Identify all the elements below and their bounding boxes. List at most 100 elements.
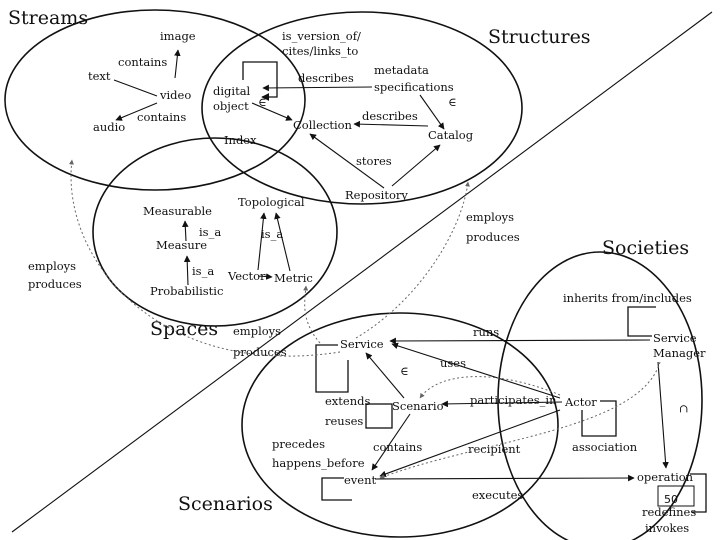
societies-title: Societies — [602, 237, 689, 259]
self-loop-digital-object — [242, 61, 278, 101]
node-collection: Collection — [293, 118, 353, 132]
node-object: object — [213, 99, 249, 113]
label-reuses: reuses — [325, 414, 363, 428]
divider-line — [11, 11, 713, 533]
label-inherits: inherits from/includes — [563, 291, 692, 305]
arrow-repository-collection — [309, 133, 385, 189]
scenarios-title: Scenarios — [178, 493, 273, 515]
node-image: image — [160, 29, 196, 43]
node-audio: audio — [93, 120, 125, 134]
node-service-manager-1: Service — [653, 331, 697, 345]
arrow-runs — [389, 337, 651, 345]
self-loop-scenario — [365, 403, 393, 429]
self-loop-operation — [690, 473, 707, 513]
node-actor: Actor — [564, 395, 597, 409]
label-extends: extends — [325, 394, 370, 408]
node-service-manager-2: Manager — [653, 346, 706, 360]
page-number: 50 — [664, 493, 678, 506]
structures-title: Structures — [488, 26, 591, 48]
arrow-contains-event — [371, 413, 411, 471]
node-catalog: Catalog — [428, 128, 474, 142]
arrow-vector-metric — [257, 273, 273, 280]
node-index: Index — [224, 133, 257, 147]
label-happens-before: happens_before — [272, 456, 365, 470]
label-is-a-3: is_a — [192, 264, 214, 278]
arrow-is-a-measure — [183, 255, 191, 286]
node-topological: Topological — [238, 195, 305, 209]
label-executes: executes — [472, 488, 523, 502]
node-specifications: specifications — [374, 80, 454, 94]
self-loop-actor — [581, 400, 617, 437]
arrow-digital-collection — [251, 102, 293, 121]
self-loop-event — [321, 477, 352, 501]
node-scenario: Scenario — [392, 399, 444, 413]
arrow-recipient — [379, 409, 561, 478]
arrow-scenario-service — [365, 352, 405, 399]
label-is-a-1: is_a — [199, 225, 221, 239]
label-describes-catalog: describes — [362, 109, 418, 123]
node-vector: Vector — [227, 269, 266, 283]
label-runs: runs — [473, 325, 499, 339]
arrow-participates-in — [441, 400, 563, 408]
arrow-describes-top — [262, 84, 373, 92]
arrow-service-manager-operation — [657, 361, 669, 469]
label-association: association — [572, 440, 638, 454]
label-is-version-of: is_version_of/ — [282, 29, 361, 43]
dotted-arrow-left — [68, 159, 341, 357]
streams-title: Streams — [8, 7, 88, 29]
label-employs-right: employs — [466, 210, 514, 224]
page-number-box — [657, 485, 695, 507]
node-measure: Measure — [156, 238, 207, 252]
spaces-ellipse — [92, 137, 338, 327]
dotted-arrow-right — [355, 181, 470, 339]
label-employs-mid: employs — [233, 324, 281, 338]
dotted-arrow-scenario-actor — [419, 376, 561, 399]
societies-ellipse — [497, 251, 703, 540]
node-metric: Metric — [274, 271, 313, 285]
label-contains-audio: contains — [137, 110, 186, 124]
arrow-is-a-measurable — [182, 220, 189, 242]
arrow-contains-audio — [115, 102, 158, 121]
arrow-executes — [374, 474, 635, 482]
label-contains-event: contains — [373, 440, 422, 454]
node-event: event — [344, 473, 377, 487]
node-metadata: metadata — [374, 63, 429, 77]
node-measurable: Measurable — [143, 204, 212, 218]
arrow-uses — [391, 342, 561, 399]
label-describes-top: describes — [298, 71, 354, 85]
label-subset: ⊂ — [677, 404, 691, 414]
spaces-title: Spaces — [150, 318, 218, 340]
label-participates-in: participates_in — [470, 393, 557, 407]
label-is-a-2: is_a — [261, 227, 283, 241]
self-loop-service-manager — [627, 306, 656, 337]
node-video: video — [159, 88, 191, 102]
label-element-of-3: ∈ — [400, 364, 409, 378]
arrow-contains-image — [174, 49, 181, 79]
arrow-metric-topological — [274, 212, 291, 272]
label-stores: stores — [356, 154, 392, 168]
node-repository: Repository — [345, 188, 408, 202]
streams-ellipse — [4, 9, 306, 191]
label-uses: uses — [440, 356, 466, 370]
arrow-repository-catalog — [391, 144, 441, 187]
label-employs-left: employs — [28, 259, 76, 273]
scenarios-ellipse — [241, 312, 559, 538]
node-service: Service — [340, 337, 384, 351]
arrow-describes-catalog — [353, 120, 429, 128]
node-digital: digital — [213, 84, 251, 98]
label-element-of-2: ∈ — [448, 95, 457, 109]
label-recipient: recipient — [468, 442, 521, 456]
label-element-of-1: ∈ — [258, 95, 267, 109]
label-invokes: invokes — [645, 521, 689, 535]
dotted-arrow-operation-event — [379, 361, 661, 479]
label-produces-left: produces — [28, 277, 82, 291]
node-text: text — [88, 69, 111, 83]
label-precedes: precedes — [272, 437, 325, 451]
label-produces-mid: produces — [233, 345, 287, 359]
self-loop-service — [315, 344, 349, 393]
arrow-is-a-topological — [257, 212, 267, 271]
label-cites-links-to: cites/links_to — [282, 44, 358, 58]
arrow-metadata-catalog — [419, 94, 445, 130]
label-contains-image: contains — [118, 55, 167, 69]
